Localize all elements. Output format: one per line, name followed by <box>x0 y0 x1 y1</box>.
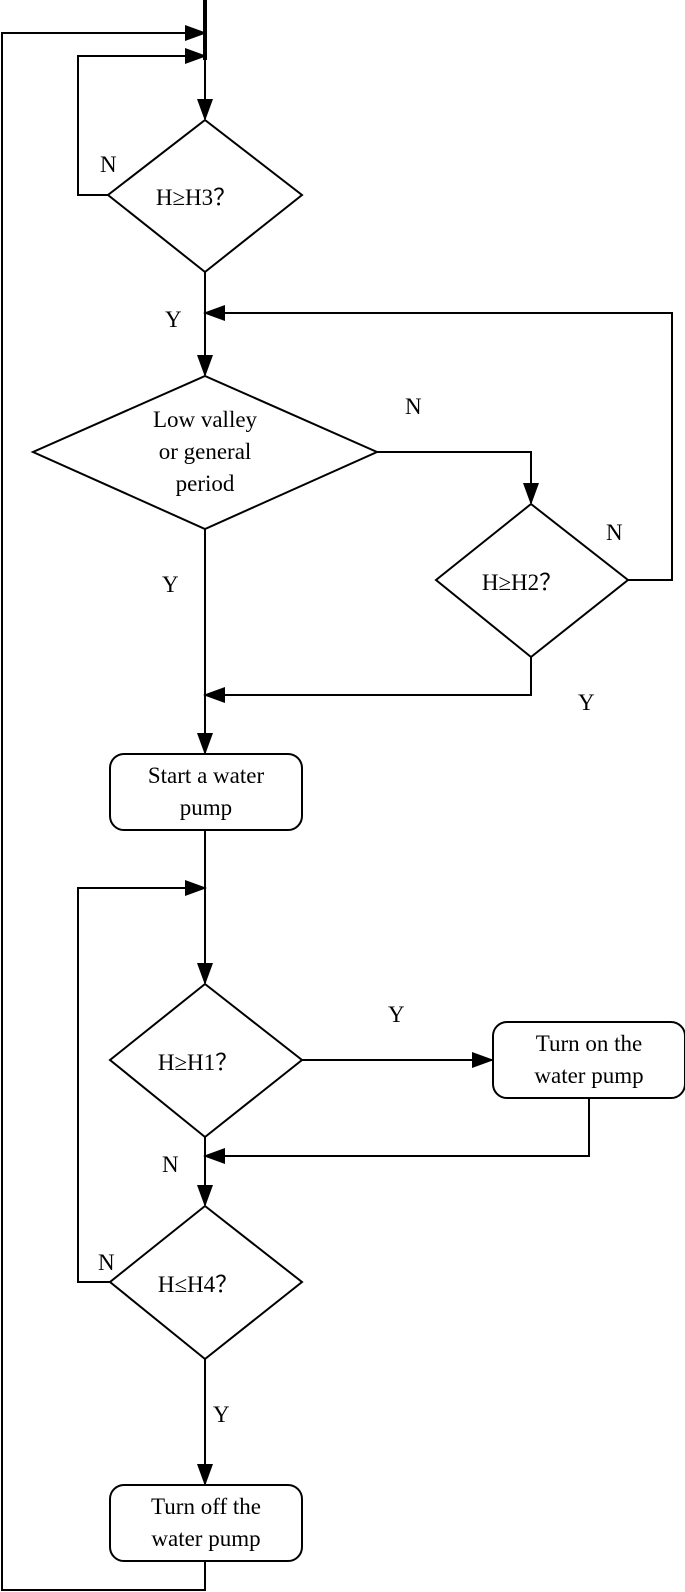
outer-loop-connector <box>1 25 207 1591</box>
h1-no-label: N <box>162 1152 179 1177</box>
process-turn-on-line-2: water pump <box>534 1063 643 1088</box>
decision-period-line-2: or general <box>159 439 252 464</box>
h1-yes-label: Y <box>388 1002 405 1027</box>
h3-no-label: N <box>100 152 117 177</box>
process-start-pump-line-2: pump <box>180 795 232 820</box>
h4-no-label: N <box>98 1250 115 1275</box>
decision-h2-text: H≥H2？ <box>482 570 562 595</box>
h2-yes-connector <box>203 657 532 703</box>
period-yes-label: Y <box>162 572 179 597</box>
process-turn-off-line-1: Turn off the <box>151 1494 261 1519</box>
process-turn-on-line-1: Turn on the <box>536 1031 643 1056</box>
decision-h3-text: H≥H3？ <box>156 185 236 210</box>
process-turn-off-line-2: water pump <box>151 1526 260 1551</box>
h3-no-loop-connector <box>77 48 207 196</box>
process-start-pump-line-1: Start a water <box>148 763 265 788</box>
decision-h1-text: H≥H1？ <box>158 1050 238 1075</box>
decision-period-line-1: Low valley <box>153 407 258 432</box>
decision-period-line-3: period <box>176 471 235 496</box>
period-no-connector <box>377 451 539 505</box>
process-turn-off <box>109 1484 303 1562</box>
h2-yes-label: Y <box>578 690 595 715</box>
h2-no-label: N <box>606 520 623 545</box>
h3-yes-label: Y <box>165 307 182 332</box>
h4-no-loop-connector <box>77 880 207 1283</box>
h2-no-loop-connector <box>203 305 673 581</box>
period-no-label: N <box>405 394 422 419</box>
decision-h4-text: H≤H4？ <box>158 1272 238 1297</box>
h4-yes-label: Y <box>213 1402 230 1427</box>
turn-on-return-connector <box>203 1098 590 1164</box>
